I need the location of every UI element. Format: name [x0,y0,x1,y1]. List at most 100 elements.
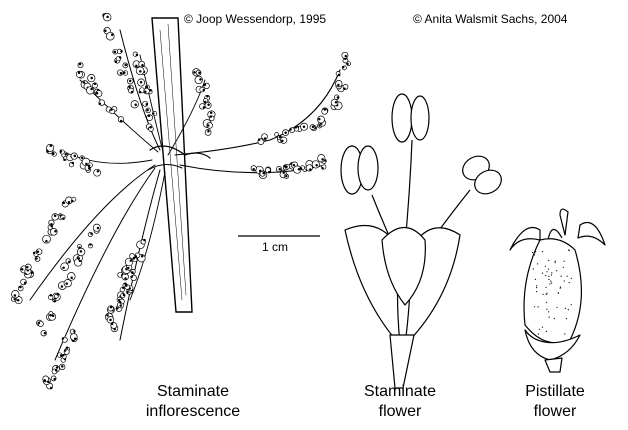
flower-bud-dot [49,144,53,148]
flower-bud-dot [119,301,122,304]
flower-bud [67,272,76,281]
flower-bud-dot [203,100,207,104]
pistillate-flower-drawing [509,208,606,373]
stipple-dot [565,318,568,320]
flower-bud-dot [123,71,126,75]
flower-bud-dot [49,386,53,390]
stipple-dot [563,280,565,282]
flower-bud-dot [141,64,144,67]
stipple-dot [537,263,539,265]
flower-bud-dot [318,117,321,121]
flower-bud-dot [62,217,65,220]
flower-bud-dot [323,108,327,111]
flower-bud-dot [60,285,64,288]
flower-bud-dot [65,346,69,350]
flower-bud-dot [71,161,75,165]
flower-bud-dot [209,115,212,118]
stipple-dot [535,251,537,253]
scale-bar-label: 1 cm [262,240,289,254]
flower-bud-dot [54,369,58,372]
flower-bud-dot [193,71,196,74]
flower-bud-dot [144,90,147,93]
stipple-dot [567,249,570,251]
flower-bud-dot [67,201,71,204]
flower-bud-dot [128,85,131,89]
flower-bud-dot [116,307,119,310]
flower-bud-dot [49,313,52,317]
flower-bud-dot [62,354,65,357]
flower-bud-dot [119,71,123,75]
stipple-dot [570,304,572,306]
flower-bud-dot [207,103,210,107]
flower-bud [317,115,325,124]
flower-bud-dot [50,223,53,226]
flower-bud-dot [139,70,142,73]
stipple-dot [545,301,548,303]
flower-bud-dot [334,101,338,104]
flower-bud-dot [145,85,149,89]
flower-bud-dot [36,250,40,253]
flower-bud-dot [263,137,267,140]
flower-bud [42,234,51,244]
stipple-dot [551,272,553,274]
staminate-inflorescence-drawing [11,13,351,390]
flower-bud-dot [315,163,318,167]
flower-bud-dot [132,256,136,260]
flower-bud-dot [73,330,76,333]
credit-right: © Anita Walsmit Sachs, 2004 [413,12,568,26]
flower-bud-dot [135,53,139,57]
stipple-dot [538,328,541,330]
flower-bud-dot [90,87,93,91]
flower-bud-dot [282,171,285,174]
pedicel [389,334,415,389]
flower-bud-dot [336,96,340,99]
flower-bud-dot [278,135,282,139]
flower-bud-dot [53,377,56,381]
flower-bud-dot [65,282,68,285]
flower-bud-dot [20,268,24,271]
flower-bud-dot [32,251,36,255]
flower-bud-dot [311,125,315,129]
flower-bud-dot [61,365,64,368]
flower-clusters [11,13,351,390]
flower-bud-dot [70,199,74,203]
flower-bud-dot [344,54,348,58]
flower-bud-dot [61,337,65,340]
stipple-dot [564,307,567,309]
flower-bud-dot [149,89,152,92]
flower-bud-dot [77,257,81,260]
stipple-dot [551,282,553,284]
flower-bud-dot [35,257,38,260]
flower-bud [194,75,203,85]
flower-bud-dot [337,73,341,77]
flower-bud-dot [292,163,296,167]
flower-bud-dot [110,33,114,36]
stipple-dot [548,278,550,281]
stipple-dot [545,286,547,288]
flower-bud-dot [77,71,81,74]
flower-bud-dot [73,337,77,341]
stipple-dot [546,271,548,273]
stipple-dot [550,280,552,282]
flower-bud-dot [49,294,53,297]
stipple-dot [537,333,540,335]
stipple-dot [553,317,555,320]
flower-bud-dot [98,102,102,105]
flower-bud-dot [321,158,324,161]
flower-bud-dot [257,138,261,141]
stipple-dot [545,293,547,295]
flower-bud-dot [64,152,68,156]
flower-bud-dot [23,281,27,285]
ovary-stipple [532,249,573,335]
stipple-dot [536,287,538,289]
flower-bud-dot [52,152,55,156]
stipple-dot [532,268,534,270]
flower-bud-dot [346,62,349,66]
flower-bud-dot [281,139,284,143]
flower-bud-dot [198,71,201,74]
label-line: flower [533,403,577,420]
label-line: inflorescence [145,403,241,420]
flower-bud-dot [124,63,127,67]
flower-bud-dot [104,29,107,32]
